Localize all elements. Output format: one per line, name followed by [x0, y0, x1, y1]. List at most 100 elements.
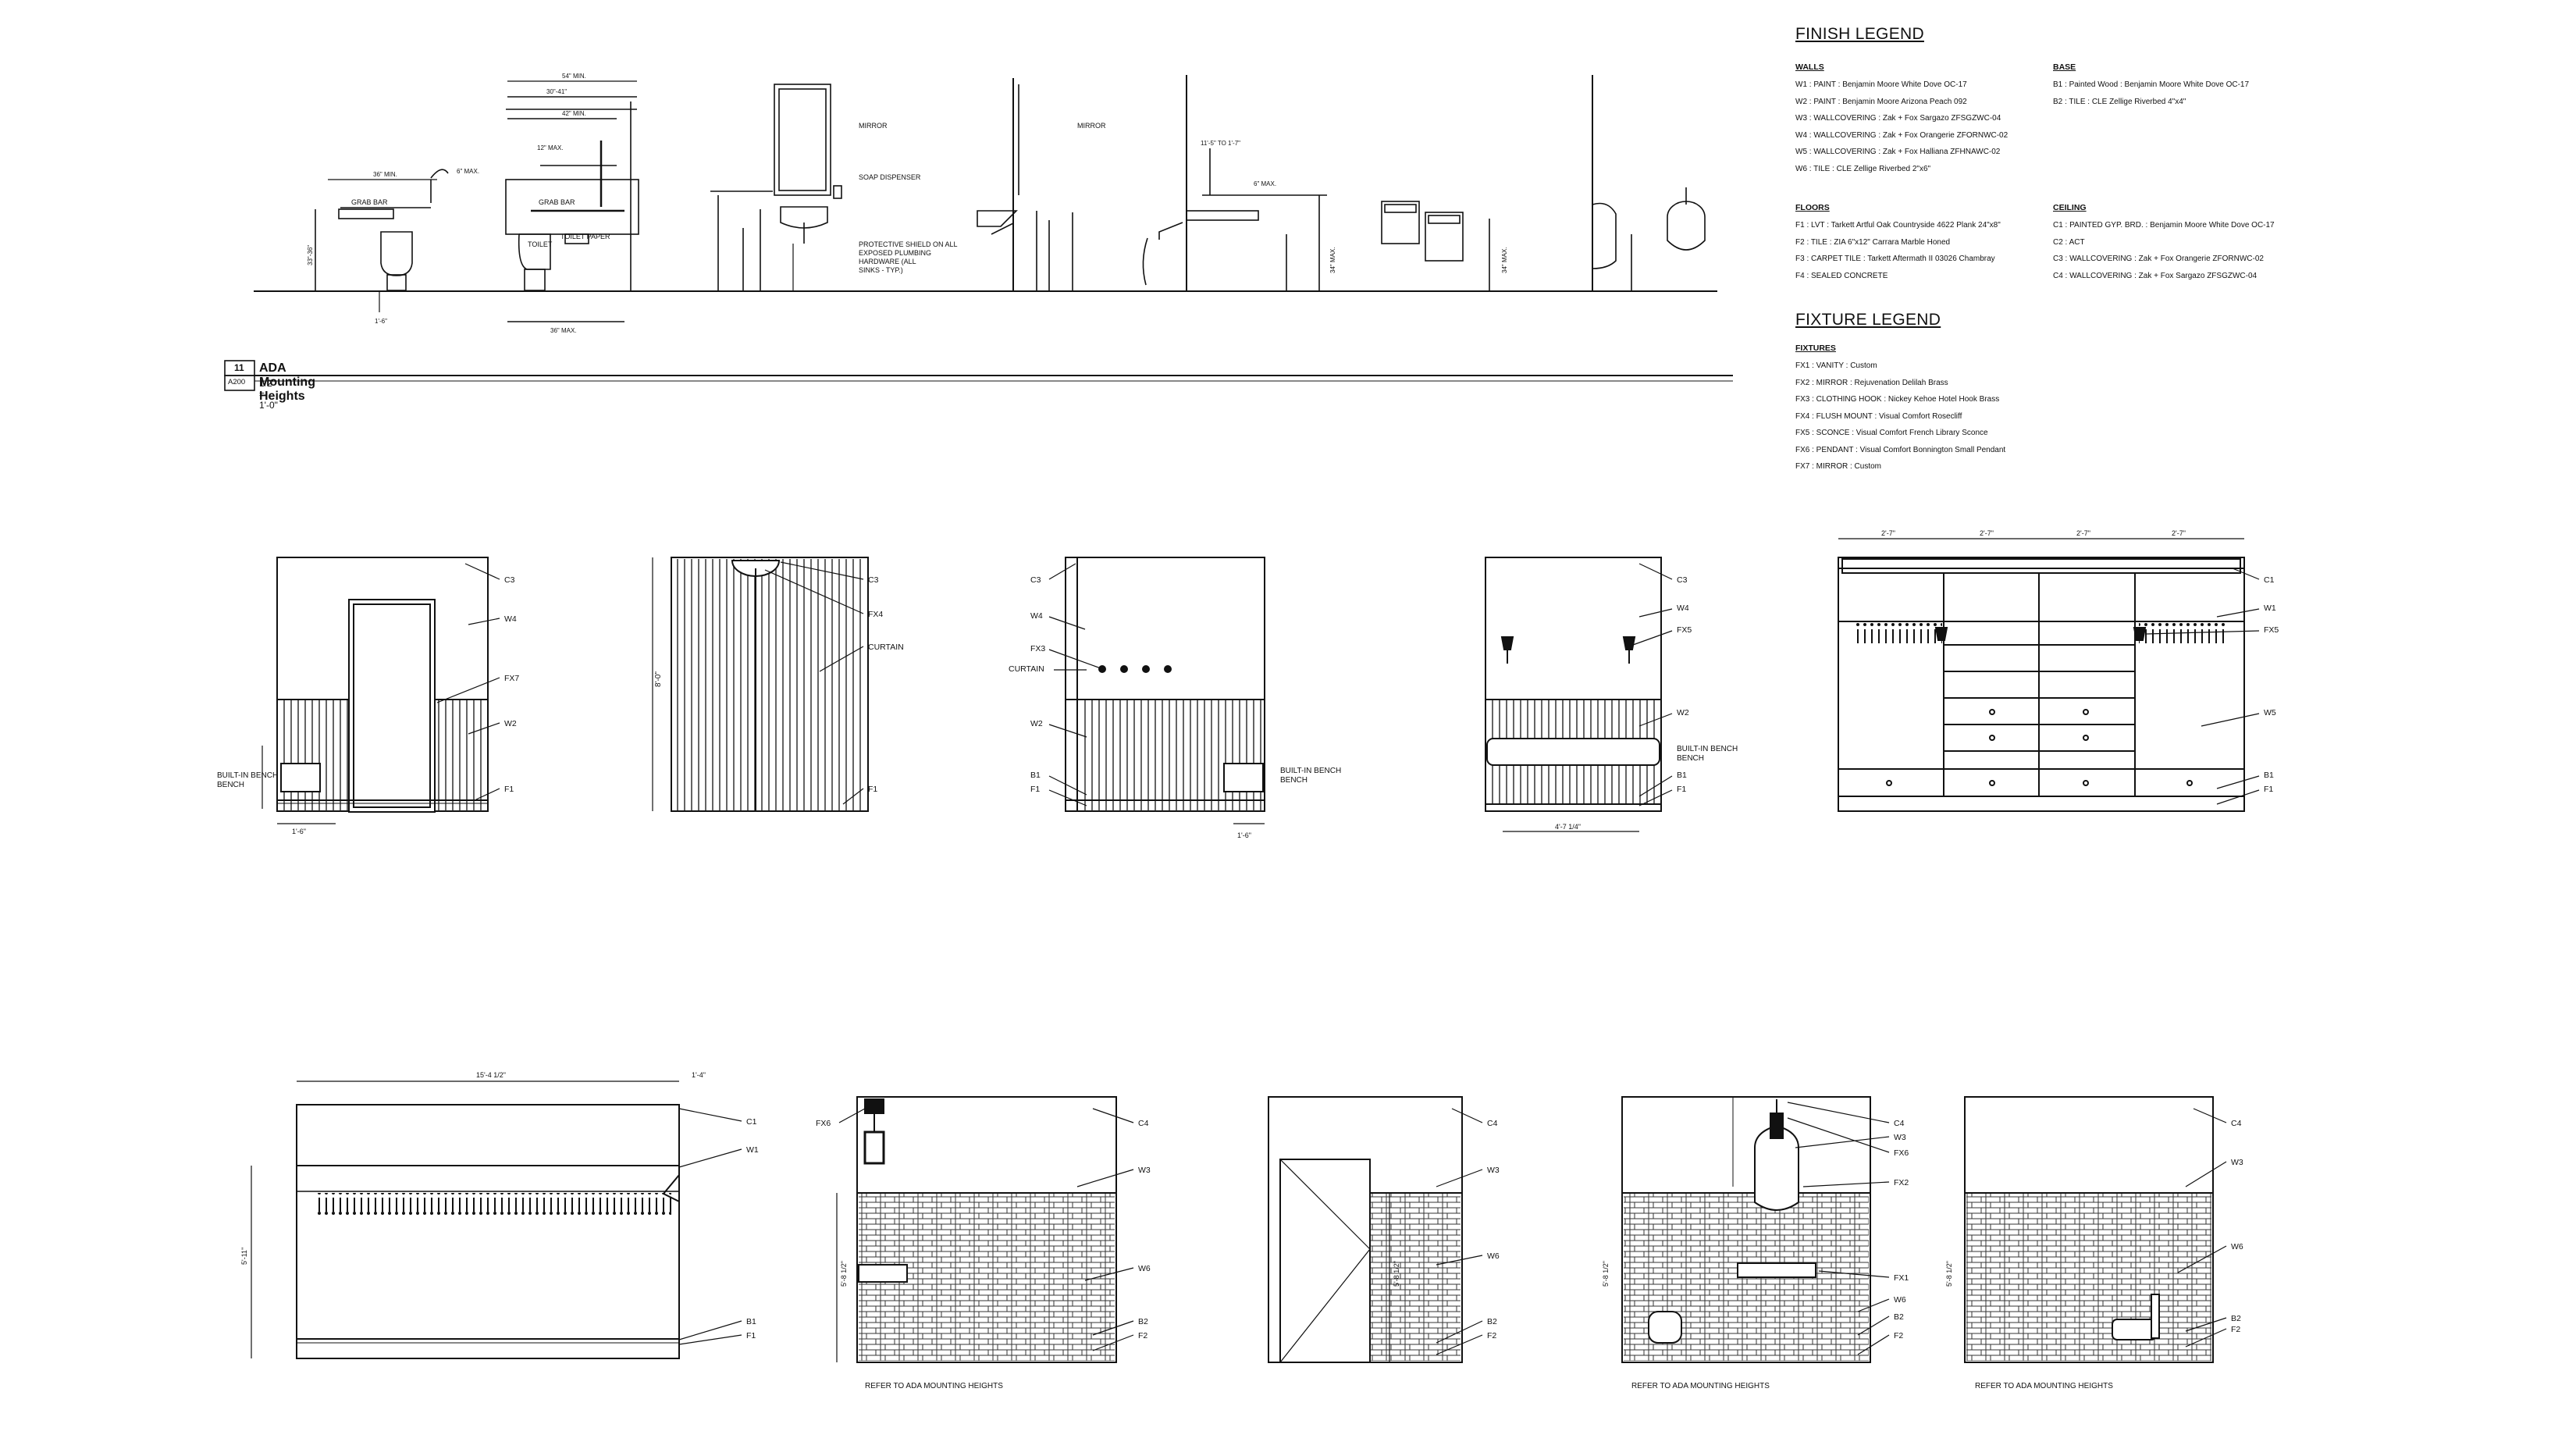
elevation-callout: BUILT-IN BENCH	[1280, 767, 1341, 775]
leader-line	[2185, 1317, 2227, 1332]
elevation-callout: B1	[1677, 771, 1687, 780]
elevation-callout: REFER TO ADA MOUNTING HEIGHTS	[865, 1382, 1003, 1390]
dimension-text: 36" MAX.	[550, 327, 577, 334]
leader-line	[436, 677, 500, 703]
leader-line	[1436, 1334, 1483, 1355]
shield-note: SINKS - TYP.)	[859, 266, 903, 274]
leader-line	[2193, 1108, 2227, 1123]
floor-item: F4 : SEALED CONCRETE	[1795, 271, 1888, 280]
leader-line	[1638, 563, 1673, 580]
mirror-label: MIRROR	[1077, 122, 1106, 130]
ceiling-item: C4 : WALLCOVERING : Zak + Fox Sargazo ZF…	[2053, 271, 2258, 280]
elevation-callout: F1	[504, 785, 514, 794]
leader-line	[1802, 1181, 1890, 1187]
elevation-callout: 2'-7"	[2076, 529, 2090, 537]
floors-section: FLOORS F1 : LVT : Tarkett Artful Oak Cou…	[1795, 203, 2030, 284]
leader-line	[678, 1320, 742, 1340]
leader-line	[2177, 1245, 2227, 1273]
leader-line	[1632, 630, 1673, 646]
fixture-item: FX3 : CLOTHING HOOK : Nickey Kehoe Hotel…	[1795, 395, 2000, 404]
base-item: B2 : TILE : CLE Zellige Riverbed 4"x4"	[2053, 97, 2186, 106]
elevation-callout: W6	[1894, 1295, 1906, 1305]
leader-line	[1638, 713, 1673, 727]
dimension-text: 5'-8 1/2"	[1602, 1261, 1610, 1287]
elevation-callout: F1	[868, 785, 877, 794]
leader-line	[1048, 789, 1087, 806]
elevation-callout: W2	[504, 719, 517, 728]
leader-line	[2185, 1161, 2227, 1187]
elevation-callout: F2	[1894, 1331, 1903, 1340]
elevation-3	[1065, 557, 1265, 824]
elevation-callout: F2	[1487, 1331, 1496, 1340]
leader-line	[1857, 1315, 1890, 1336]
elevation-10	[1964, 1096, 2214, 1363]
shield-note: PROTECTIVE SHIELD ON ALL	[859, 240, 958, 248]
dimension-text: 36" MIN.	[373, 171, 397, 178]
elevation-callout: C3	[504, 575, 515, 585]
elevation-callout: F1	[1677, 785, 1686, 794]
elevation-callout: B2	[1138, 1317, 1148, 1326]
leader-line	[1857, 1334, 1890, 1355]
elevation-callout: B1	[746, 1317, 756, 1326]
leader-line	[2216, 608, 2260, 618]
elevation-callout: BENCH	[1280, 776, 1308, 785]
elevation-callout: C1	[2264, 575, 2275, 585]
dimension-text: 33"-36"	[307, 245, 314, 265]
elevation-callout: W6	[2231, 1242, 2243, 1251]
elevation-callout: W3	[2231, 1158, 2243, 1167]
elevation-callout: C4	[1894, 1119, 1905, 1128]
leader-line	[1048, 563, 1076, 580]
elevation-7	[836, 1096, 1117, 1363]
elevation-callout: W6	[1487, 1251, 1500, 1261]
elevation-callout: F2	[1138, 1331, 1147, 1340]
leader-line	[468, 722, 500, 735]
leader-line	[678, 1334, 742, 1345]
floor-item: F1 : LVT : Tarkett Artful Oak Countrysid…	[1795, 221, 2001, 230]
leader-line	[1818, 1270, 1890, 1278]
elevation-callout: BUILT-IN BENCH	[1677, 745, 1738, 753]
leader-line	[1076, 1169, 1134, 1187]
fixture-item: FX2 : MIRROR : Rejuvenation Delilah Bras…	[1795, 378, 1948, 387]
leader-line	[2201, 713, 2260, 727]
leader-line	[1092, 1334, 1134, 1351]
ceiling-item: C1 : PAINTED GYP. BRD. : Benjamin Moore …	[2053, 221, 2275, 230]
elevation-callout: CURTAIN	[1009, 664, 1044, 674]
elevation-callout: 2'-7"	[1980, 529, 1994, 537]
elevation-callout: F1	[2264, 785, 2273, 794]
elevation-callout: FX5	[2264, 625, 2279, 635]
leader-line	[842, 788, 864, 805]
finish-legend: FINISH LEGEND	[1795, 25, 1924, 44]
dimension-text: 5'-8 1/2"	[1393, 1261, 1400, 1287]
wall-item: W3 : WALLCOVERING : Zak + Fox Sargazo ZF…	[1795, 114, 2001, 123]
elevation-callout: F1	[746, 1331, 756, 1340]
elevation-callout: FX5	[1677, 625, 1692, 635]
wall-item: W4 : WALLCOVERING : Zak + Fox Orangerie …	[1795, 130, 2008, 140]
soap-dispenser-label: SOAP DISPENSER	[859, 173, 921, 181]
elevation-callout: FX4	[868, 610, 883, 619]
toilet-label: TOILET	[528, 240, 553, 248]
elevation-callout: 1'-6"	[292, 828, 306, 835]
dimension-text: 54" MIN.	[562, 73, 586, 80]
fixture-item: FX4 : FLUSH MOUNT : Visual Comfort Rosec…	[1795, 411, 1962, 421]
leader-line	[2232, 568, 2260, 580]
leader-line	[780, 561, 864, 580]
fixture-legend: FIXTURE LEGEND FIXTURES FX1 : VANITY : C…	[1795, 311, 2108, 475]
fixture-item: FX1 : VANITY : Custom	[1795, 361, 1877, 370]
leader-line	[1451, 1108, 1483, 1123]
wall-item: W6 : TILE : CLE Zellige Riverbed 2"x6"	[1795, 164, 1931, 173]
leader-line	[1048, 616, 1086, 630]
elevation-callout: 8'-0"	[654, 671, 663, 687]
elevation-callout: F2	[2231, 1325, 2240, 1334]
elevation-callout: W3	[1894, 1133, 1906, 1142]
leader-line	[1436, 1320, 1483, 1344]
elevation-5	[1838, 538, 2245, 812]
elevation-callout: C3	[868, 575, 879, 585]
elevation-9	[1621, 1096, 1871, 1363]
dimension-text: 30"-41"	[546, 88, 567, 95]
mirror-label: MIRROR	[859, 122, 888, 130]
detail-title-bar	[224, 360, 1733, 391]
leader-line	[2216, 775, 2260, 789]
